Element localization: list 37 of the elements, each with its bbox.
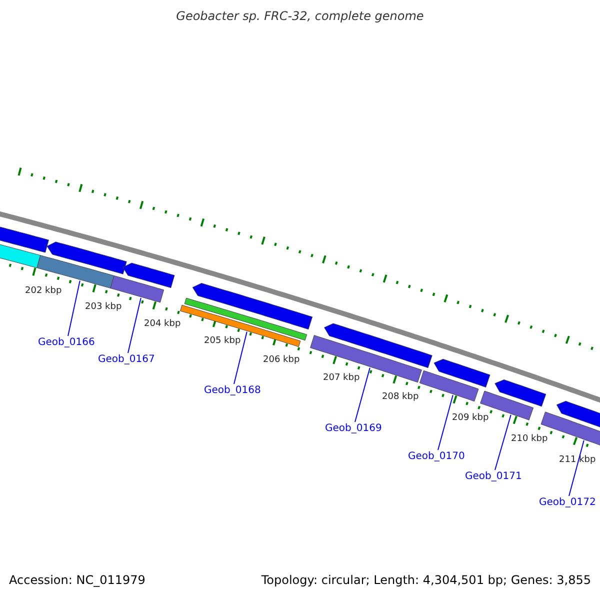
gene-label: Geob_0169 bbox=[325, 423, 382, 434]
gene-label: Geob_0167 bbox=[98, 354, 155, 365]
gene-label: Geob_0171 bbox=[465, 471, 522, 482]
leader-line bbox=[438, 394, 454, 450]
scale-label: 202 kbp bbox=[25, 287, 62, 297]
genome-info-text: Topology: circular; Length: 4,304,501 bp; Genes: 3,855 bbox=[261, 574, 591, 588]
gene-bar bbox=[180, 304, 301, 347]
gene-bar bbox=[310, 335, 422, 383]
scale-label: 205 kbp bbox=[204, 337, 241, 347]
gene-bar bbox=[419, 370, 479, 402]
leader-line bbox=[568, 440, 584, 496]
gene-label: Geob_0170 bbox=[408, 451, 465, 462]
scale-label: 208 kbp bbox=[382, 393, 419, 403]
scale-label: 207 kbp bbox=[323, 374, 360, 384]
gene-feature bbox=[46, 242, 127, 274]
title: Geobacter sp. FRC-32, complete genome bbox=[176, 9, 424, 23]
accession-text: Accession: NC_011979 bbox=[9, 574, 146, 588]
leader-line bbox=[128, 297, 142, 354]
gene-label: Geob_0172 bbox=[539, 497, 596, 508]
leader-line bbox=[494, 414, 512, 470]
scale-label: 204 kbp bbox=[144, 320, 181, 330]
gene-feature bbox=[122, 262, 175, 288]
scale-label: 210 kbp bbox=[511, 435, 548, 445]
scale-label: 206 kbp bbox=[263, 356, 300, 366]
leader-line bbox=[234, 331, 248, 384]
gene-label: Geob_0168 bbox=[204, 385, 261, 396]
gene-feature bbox=[192, 282, 313, 330]
scale-label: 211 kbp bbox=[559, 456, 596, 466]
leader-line bbox=[354, 367, 370, 422]
scale-label: 203 kbp bbox=[85, 303, 122, 313]
leader-line bbox=[68, 280, 80, 336]
gene-feature bbox=[434, 358, 490, 388]
gene-label: Geob_0166 bbox=[38, 337, 95, 348]
gene-feature bbox=[324, 323, 432, 368]
gene-bar bbox=[110, 275, 164, 303]
scale-label: 209 kbp bbox=[452, 414, 489, 424]
gene-feature bbox=[494, 379, 546, 407]
